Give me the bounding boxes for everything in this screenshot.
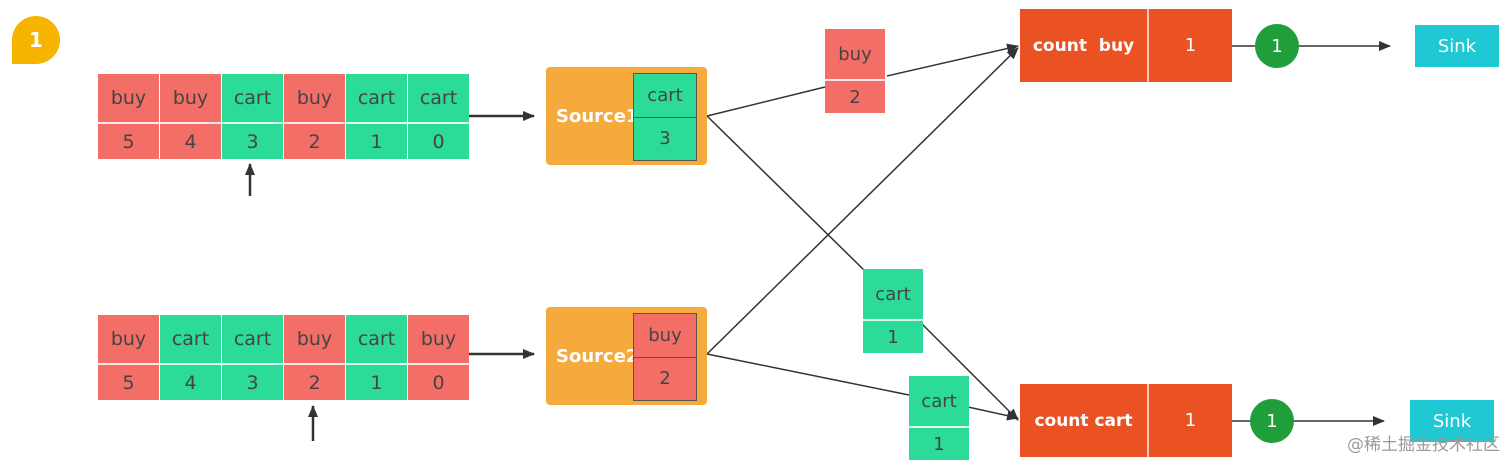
event-offset: 2: [308, 371, 321, 394]
packet-cart-2: cart 1: [909, 376, 969, 460]
event-offset: 3: [246, 371, 259, 394]
sink-bottom: Sink: [1410, 400, 1494, 442]
count-cart-output-value: 1: [1266, 410, 1278, 432]
event-offset: 4: [184, 130, 197, 153]
stream2-cell-2: cart 3: [222, 315, 283, 400]
packet-type: cart: [863, 269, 923, 321]
event-type: cart: [346, 315, 407, 365]
event-type: cart: [222, 315, 283, 365]
source1-to-packet-buy: [706, 86, 826, 117]
count-cart-output: 1: [1250, 399, 1294, 443]
source2-event-offset: 2: [659, 368, 671, 390]
event-offset: 5: [122, 130, 135, 153]
stream2-cell-3: buy 2: [284, 315, 345, 400]
source1-event-type: cart: [634, 74, 696, 118]
event-type: buy: [160, 74, 221, 124]
event-offset: 1: [370, 130, 383, 153]
event-type: buy: [284, 315, 345, 365]
packet-offset: 2: [849, 86, 861, 108]
stream1-cell-4: cart 1: [346, 74, 407, 159]
source1-to-packet-cart1: [706, 115, 865, 271]
event-offset: 0: [432, 130, 445, 153]
count-cart-label: count cart: [1020, 384, 1149, 457]
source1-event-offset: 3: [659, 128, 671, 150]
packet-type: buy: [825, 29, 885, 81]
count-cart-operator: count cart 1: [1020, 384, 1232, 457]
event-type: cart: [160, 315, 221, 365]
packet-offset: 1: [933, 433, 945, 455]
source1-label: Source1: [556, 105, 639, 127]
count-buy-value: 1: [1184, 35, 1197, 56]
count-buy-output: 1: [1255, 24, 1299, 68]
stream2-cell-4: cart 1: [346, 315, 407, 400]
event-type: buy: [98, 74, 159, 124]
source1-operator: Source1 cart 3: [546, 67, 707, 165]
packet-buy-to-count-buy: [886, 43, 1019, 77]
sink-top-label: Sink: [1437, 35, 1477, 57]
count-buy-label: count buy: [1020, 9, 1149, 82]
stream2-cell-5: buy 0: [408, 315, 469, 400]
event-offset: 4: [184, 371, 197, 394]
event-offset: 2: [308, 130, 321, 153]
stream1-cell-5: cart 0: [408, 74, 469, 159]
event-type: buy: [284, 74, 345, 124]
count-buy-operator: count buy 1: [1020, 9, 1232, 82]
source1-current-event: cart 3: [633, 73, 697, 161]
source2-to-count-buy: [706, 47, 1019, 355]
event-stream-2: buy 5 cart 4 cart 3 buy 2 cart 1 buy 0: [98, 315, 470, 400]
stream2-cell-0: buy 5: [98, 315, 159, 400]
packet-offset: 1: [887, 326, 899, 348]
sink-top: Sink: [1415, 25, 1499, 67]
step-number: 1: [29, 28, 43, 52]
event-stream-1: buy 5 buy 4 cart 3 buy 2 cart 1 cart 0: [98, 74, 470, 159]
event-type: buy: [98, 315, 159, 365]
event-offset: 3: [246, 130, 259, 153]
event-type: cart: [222, 74, 283, 124]
event-offset: 5: [122, 371, 135, 394]
event-type: buy: [408, 315, 469, 365]
stream1-cell-2: cart 3: [222, 74, 283, 159]
packet-cart1-to-count-cart: [921, 323, 1019, 421]
source2-operator: Source2 buy 2: [546, 307, 707, 405]
event-type: cart: [346, 74, 407, 124]
source2-current-event: buy 2: [633, 313, 697, 401]
count-cart-value: 1: [1184, 410, 1197, 431]
packet-cart-1: cart 1: [863, 269, 923, 353]
stream1-cell-1: buy 4: [160, 74, 221, 159]
watermark: @稀土掘金技术社区: [1347, 435, 1500, 455]
stream1-cell-3: buy 2: [284, 74, 345, 159]
count-buy-output-value: 1: [1271, 35, 1283, 57]
event-type: cart: [408, 74, 469, 124]
stream2-cell-1: cart 4: [160, 315, 221, 400]
sink-bottom-label: Sink: [1432, 410, 1472, 432]
event-offset: 0: [432, 371, 445, 394]
source2-label: Source2: [556, 345, 639, 367]
packet-buy: buy 2: [825, 29, 885, 113]
event-offset: 1: [370, 371, 383, 394]
stream1-cell-0: buy 5: [98, 74, 159, 159]
source2-event-type: buy: [634, 314, 696, 358]
source2-to-packet-cart2: [706, 353, 910, 396]
step-badge: 1: [12, 16, 60, 64]
packet-cart2-to-count-cart: [967, 406, 1019, 421]
packet-type: cart: [909, 376, 969, 428]
